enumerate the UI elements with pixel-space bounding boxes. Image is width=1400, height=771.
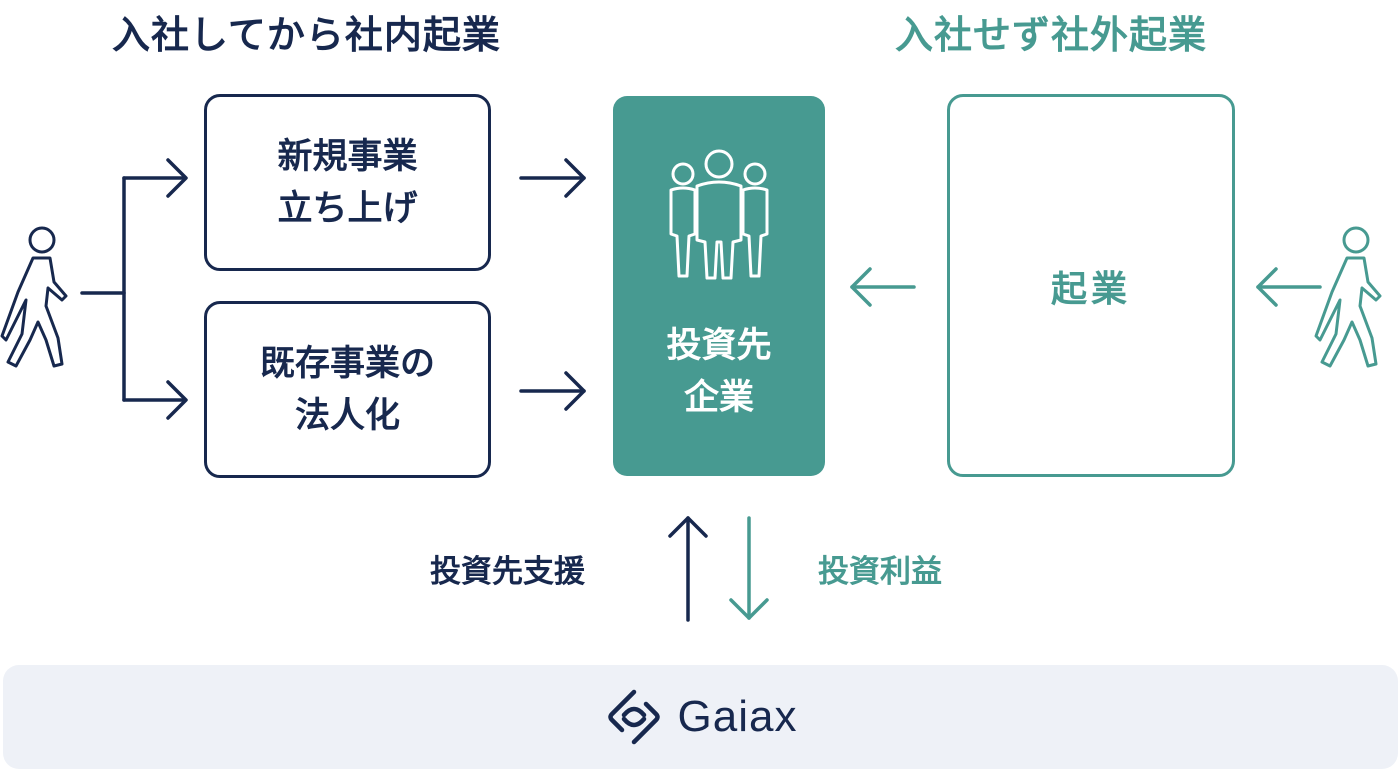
arrow-right-icon [519, 371, 586, 411]
gaiax-brand: Gaiax [604, 687, 798, 747]
arrow-down-icon [729, 516, 769, 620]
existing-business-line1: 既存事業の [259, 343, 435, 384]
walking-person-icon [1314, 226, 1382, 368]
gaiax-logo-icon [607, 689, 660, 745]
new-business-line2: 立ち上げ [277, 188, 418, 229]
brand-name: Gaiax [677, 692, 798, 741]
investee-line1: 投資先 [666, 326, 772, 366]
existing-business-line2: 法人化 [294, 395, 400, 436]
arrow-right-icon [166, 380, 188, 420]
new-business-line1: 新規事業 [277, 136, 418, 177]
existing-business-box: 既存事業の 法人化 [204, 301, 491, 478]
investee-line2: 企業 [683, 378, 754, 418]
arrow-right-icon [166, 158, 188, 198]
heading-internal-startup: 入社してから社内起業 [112, 13, 501, 57]
gaiax-footer-bar: Gaiax [3, 665, 1398, 769]
arrow-up-icon [668, 516, 708, 622]
investee-company-box: 投資先 企業 [613, 96, 825, 476]
heading-external-startup: 入社せず社外起業 [895, 13, 1208, 57]
arrow-left-icon [1256, 267, 1322, 307]
branch-connector [80, 176, 186, 402]
startup-label: 起業 [1050, 268, 1131, 310]
arrow-right-icon [519, 158, 586, 198]
arrow-left-icon [850, 267, 916, 307]
investment-return-label: 投資利益 [818, 554, 942, 590]
investee-support-label: 投資先支援 [430, 554, 585, 590]
new-business-box: 新規事業 立ち上げ [204, 94, 491, 271]
group-people-icon [669, 149, 769, 280]
walking-person-icon [0, 226, 68, 368]
startup-box: 起業 [947, 94, 1235, 477]
